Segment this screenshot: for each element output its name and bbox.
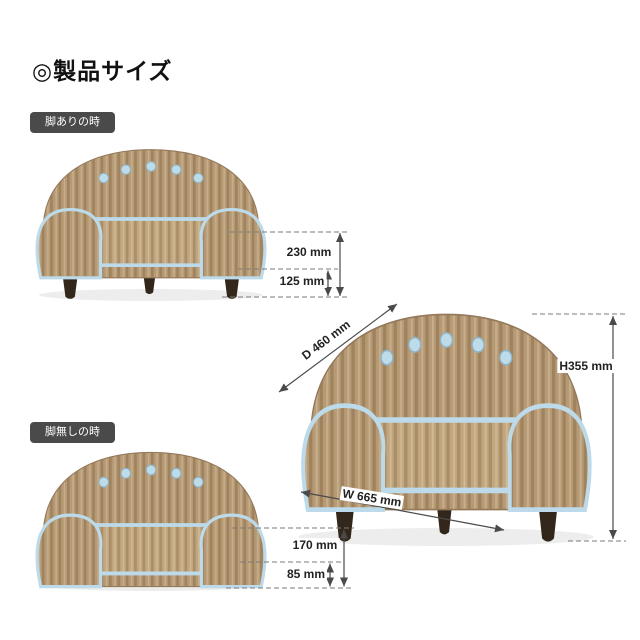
dimension-label-seat-height-without-legs: 85 mm — [284, 567, 328, 581]
sofa-with-legs-illustration — [37, 150, 265, 299]
shadow-overall — [298, 528, 594, 546]
dimension-lines-overall — [278, 303, 626, 542]
dimension-label-total-height-with-legs: 230 mm — [284, 245, 334, 259]
page-title: ◎製品サイズ — [32, 58, 173, 84]
badge-with-legs: 脚ありの時 — [30, 112, 115, 133]
dimension-label-total-height-without-legs: 170 mm — [290, 538, 340, 552]
dimension-label-height: H355 mm — [557, 359, 615, 373]
sofa-overall-illustration — [303, 314, 589, 541]
badge-without-legs: 脚無しの時 — [30, 422, 115, 443]
shadow-with-legs — [39, 289, 263, 301]
dimension-lines-without-legs — [226, 527, 354, 589]
dimension-lines-with-legs — [222, 231, 350, 298]
sofa-without-legs-illustration — [35, 450, 267, 589]
dimension-label-seat-height-with-legs: 125 mm — [277, 274, 327, 288]
